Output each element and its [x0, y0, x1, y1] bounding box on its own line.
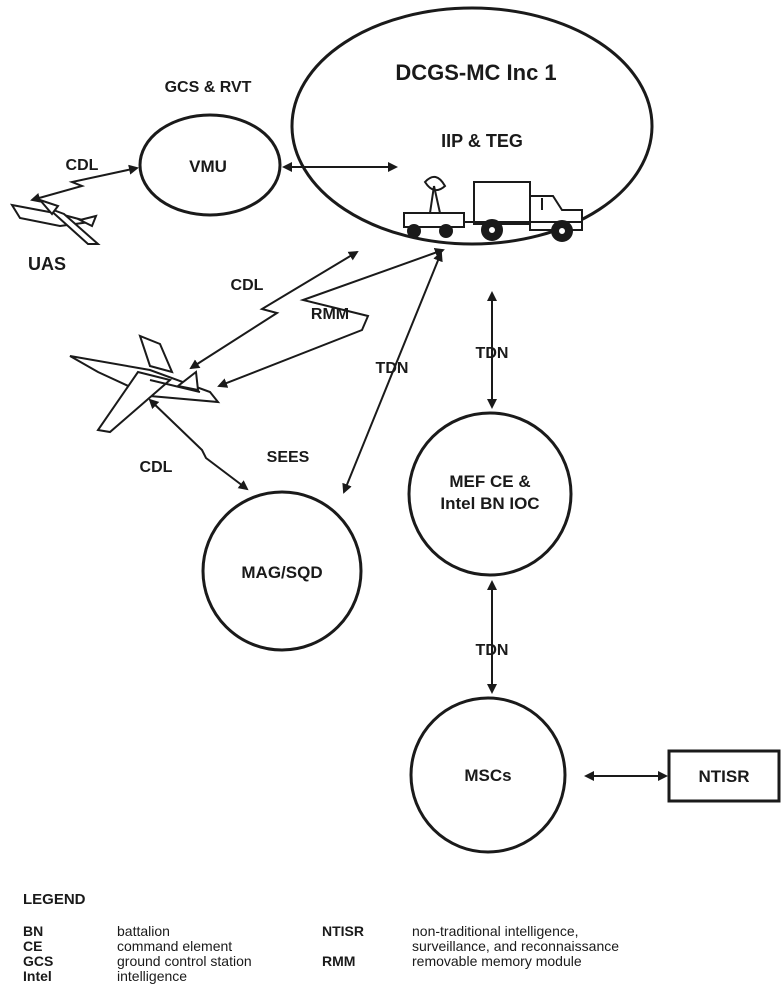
link-mag-dcgs-tdn	[342, 251, 443, 494]
legend-abbr: GCS	[23, 953, 54, 969]
mef-ce-node	[407, 411, 573, 577]
uas-drone-icon	[9, 197, 101, 245]
legend-row: RMM removable memory module	[322, 954, 619, 969]
legend-abbr: RMM	[322, 953, 356, 969]
legend-definition: surveillance, and reconnaissance	[412, 938, 620, 954]
cdl-aircraft-mag-label: CDL	[140, 459, 173, 476]
vmu-node	[138, 113, 282, 217]
dcgs-ellipse	[290, 6, 654, 246]
legend-definition: removable memory module	[412, 953, 582, 969]
mef-ce-label-line2: Intel BN IOC	[440, 494, 539, 513]
legend-definition: battalion	[117, 923, 170, 939]
legend-definition: command element	[117, 938, 233, 954]
legend-abbr: Intel	[23, 968, 52, 984]
legend-row: BN battalion	[23, 924, 252, 939]
legend-definition: non-traditional intelligence,	[412, 923, 579, 939]
ground-vehicle-icon	[403, 175, 583, 242]
link-uas-vmu	[30, 164, 139, 203]
mag-sqd-label: MAG/SQD	[241, 563, 322, 582]
tdn-mef-mscs-label: TDN	[476, 642, 509, 659]
legend-row: Intel intelligence	[23, 969, 252, 984]
link-aircraft-mag-cdl	[148, 398, 249, 491]
legend-definition: intelligence	[117, 968, 188, 984]
legend-right-column: NTISR non-traditional intelligence, surve…	[322, 924, 619, 969]
ntisr-box	[667, 749, 781, 803]
dcgs-title: DCGS-MC Inc 1	[395, 60, 556, 85]
rmm-label: RMM	[311, 306, 349, 323]
ntisr-label: NTISR	[699, 767, 750, 786]
legend-row: GCS ground control station	[23, 954, 252, 969]
vmu-label: VMU	[189, 157, 227, 176]
mscs-node	[409, 696, 567, 854]
mscs-label: MSCs	[464, 766, 511, 785]
cdl-aircraft-dcgs-label: CDL	[231, 277, 264, 294]
legend-abbr-spacer	[322, 939, 412, 954]
sees-label: SEES	[267, 449, 310, 466]
legend-abbr: BN	[23, 923, 44, 939]
dcgs-subtitle: IIP & TEG	[441, 131, 523, 151]
legend-abbr: CE	[23, 938, 43, 954]
legend-row: NTISR non-traditional intelligence,	[322, 924, 619, 939]
gcs-rvt-label: GCS & RVT	[165, 79, 252, 96]
cdl-uas-label: CDL	[66, 157, 99, 174]
tdn-mag-dcgs-label: TDN	[376, 360, 409, 377]
uas-label: UAS	[28, 254, 66, 274]
mag-sqd-node	[201, 490, 363, 652]
legend-title: LEGEND	[23, 891, 86, 908]
legend-abbr: NTISR	[322, 923, 364, 939]
tdn-dcgs-mef-label: TDN	[476, 345, 509, 362]
mef-ce-label-line1: MEF CE &	[449, 472, 530, 491]
legend-row: surveillance, and reconnaissance	[322, 939, 619, 954]
legend-row: CE command element	[23, 939, 252, 954]
fighter-aircraft-icon	[69, 334, 221, 434]
legend-definition: ground control station	[117, 953, 252, 969]
legend-left-column: BN battalion CE command element GCS ground …	[23, 924, 252, 984]
